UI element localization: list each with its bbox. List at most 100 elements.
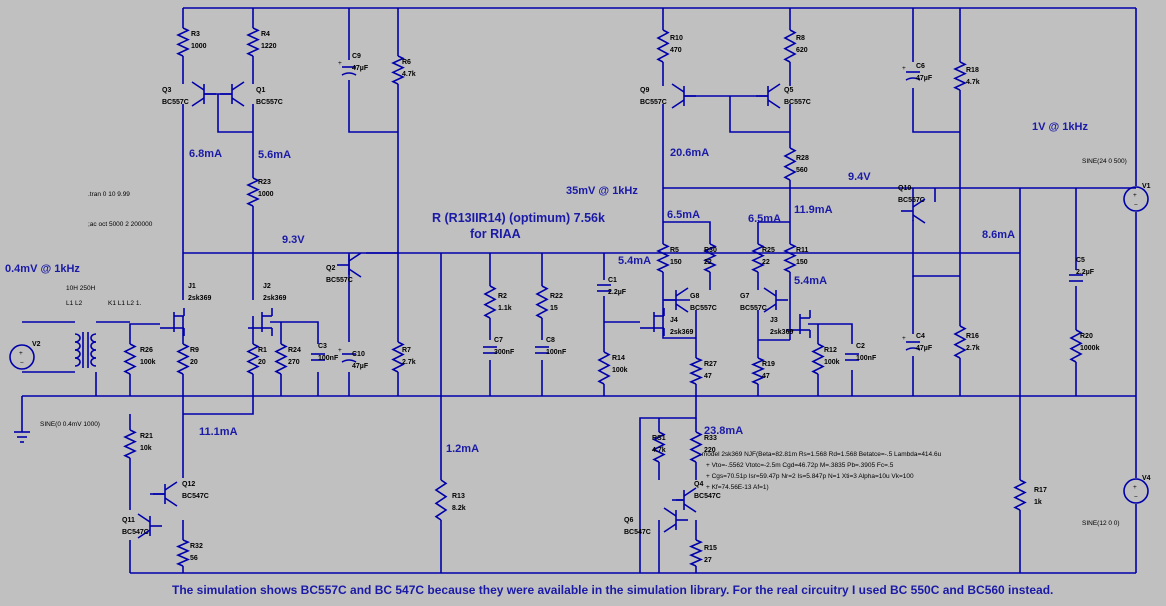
resistor-symbol bbox=[391, 55, 405, 85]
component-ref: Q6 bbox=[624, 517, 633, 524]
transistor-symbol bbox=[337, 252, 362, 278]
annotation-54ma-l: 5.4mA bbox=[618, 255, 651, 267]
component-value: 47 bbox=[704, 373, 712, 380]
component-ref: R2 bbox=[498, 293, 507, 300]
polarity-mark: + bbox=[902, 65, 906, 72]
label-r14: R14 100k bbox=[612, 355, 628, 374]
directive-noise: ;ac oct 5000 2 200000 bbox=[88, 221, 153, 228]
label-rs1: RS1 4.7k bbox=[652, 435, 666, 454]
component-ref: J1 bbox=[188, 283, 196, 290]
component-value: 220 bbox=[704, 447, 716, 454]
component-value: 1000 bbox=[191, 43, 207, 50]
component-value: 10k bbox=[140, 445, 152, 452]
component-ref: R14 bbox=[612, 355, 625, 362]
component-value: 1000 bbox=[258, 191, 274, 198]
component-ref: G7 bbox=[740, 293, 749, 300]
label-v1: V1 bbox=[1142, 183, 1151, 190]
annotation-35mv: 35mV @ 1kHz bbox=[566, 185, 638, 197]
component-ref: R3 bbox=[191, 31, 200, 38]
component-ref: Q3 bbox=[162, 87, 171, 94]
component-value: BC557C bbox=[326, 277, 353, 284]
component-value: 2.2µF bbox=[1076, 269, 1095, 276]
component-ref: RS1 bbox=[652, 435, 666, 442]
directive-k: K1 L1 L2 1. bbox=[108, 300, 141, 307]
label-c8: C8 100nF bbox=[546, 337, 567, 356]
directive-v2: SINE(0 0.4mV 1000) bbox=[40, 421, 100, 428]
component-value: 100k bbox=[824, 359, 840, 366]
component-ref: R6 bbox=[402, 59, 411, 66]
minus-sign: − bbox=[1134, 202, 1138, 209]
resistor-symbol bbox=[535, 285, 549, 319]
component-value: BC557C bbox=[784, 99, 811, 106]
component-value: BC557C bbox=[162, 99, 189, 106]
component-ref: Q9 bbox=[640, 87, 649, 94]
component-ref: Q2 bbox=[326, 265, 335, 272]
resistor-symbol bbox=[656, 29, 670, 63]
component-ref: R18 bbox=[966, 67, 979, 74]
resistor-symbol bbox=[246, 27, 260, 57]
component-value: 100k bbox=[612, 367, 628, 374]
component-value: 100nF bbox=[856, 355, 877, 362]
resistor-symbol bbox=[656, 243, 670, 273]
label-r2: R2 1.1k bbox=[498, 293, 512, 312]
label-r23: R23 1000 bbox=[258, 179, 274, 198]
transistor-symbol bbox=[901, 198, 926, 224]
component-ref: R27 bbox=[704, 361, 717, 368]
component-ref: R23 bbox=[258, 179, 271, 186]
resistor-symbol bbox=[953, 61, 967, 91]
transistor-symbol bbox=[137, 513, 162, 539]
component-value: 4.7k bbox=[652, 447, 666, 454]
component-ref: R5 bbox=[670, 247, 679, 254]
component-ref: Q12 bbox=[182, 481, 195, 488]
component-ref: R25 bbox=[762, 247, 775, 254]
directive-tran: .tran 0 10 9.99 bbox=[88, 191, 130, 198]
electrolytic-capacitor-symbol: + bbox=[338, 60, 357, 76]
component-value: 1.1k bbox=[498, 305, 512, 312]
transistor-symbol bbox=[664, 287, 689, 313]
component-ref: R11 bbox=[796, 247, 809, 254]
component-ref: C8 bbox=[546, 337, 555, 344]
resistor-symbol bbox=[689, 431, 703, 463]
component-value: 1220 bbox=[261, 43, 277, 50]
directive-l2: L1 L2 bbox=[66, 300, 83, 307]
component-ref: Q5 bbox=[784, 87, 793, 94]
component-ref: R12 bbox=[824, 347, 837, 354]
components: +++++−+−+− bbox=[9, 27, 1149, 567]
component-ref: C1 bbox=[608, 277, 617, 284]
component-ref: Q11 bbox=[122, 517, 135, 524]
component-ref: R15 bbox=[704, 545, 717, 552]
component-ref: R17 bbox=[1034, 487, 1047, 494]
component-value: BC557C bbox=[640, 99, 667, 106]
label-c1: C1 2.2µF bbox=[608, 277, 627, 296]
component-ref: V2 bbox=[32, 341, 41, 348]
component-ref: R7 bbox=[402, 347, 411, 354]
component-ref: R16 bbox=[966, 333, 979, 340]
plus-sign: + bbox=[1133, 484, 1137, 491]
component-value: 15 bbox=[550, 305, 558, 312]
jfet-symbol bbox=[786, 310, 811, 338]
component-value: 100nF bbox=[546, 349, 567, 356]
voltage-source-symbol: +− bbox=[1123, 186, 1149, 212]
component-ref: R30 bbox=[704, 247, 717, 254]
directive-v1: SINE(24 0 500) bbox=[1082, 158, 1127, 165]
component-ref: V1 bbox=[1142, 183, 1151, 190]
transformer-symbol bbox=[74, 332, 97, 368]
component-ref: R13 bbox=[452, 493, 465, 500]
transistor-symbol bbox=[672, 487, 697, 513]
resistor-symbol bbox=[751, 243, 765, 273]
component-value: 2.2µF bbox=[608, 289, 627, 296]
transistor-symbol bbox=[671, 83, 696, 109]
transistor-symbol bbox=[756, 83, 781, 109]
